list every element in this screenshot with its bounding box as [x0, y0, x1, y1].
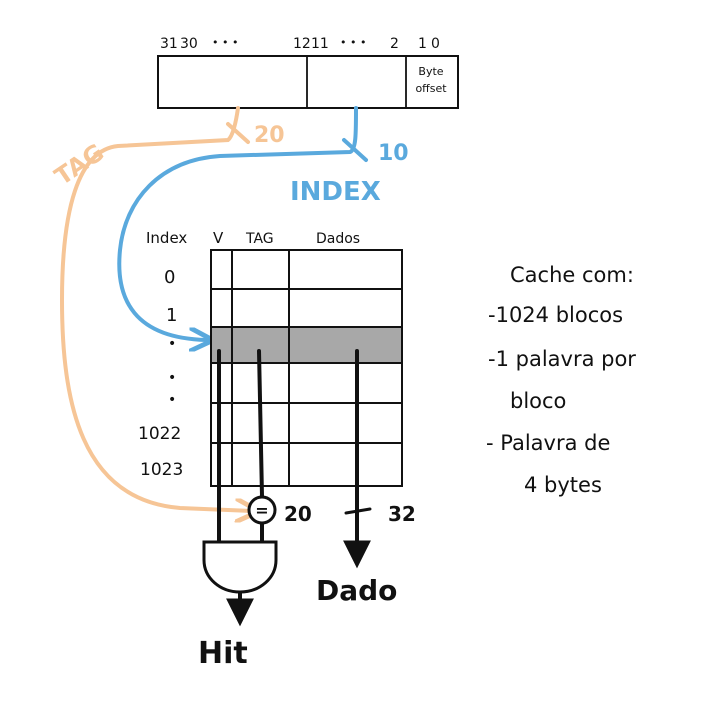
address-bit-labels: 31 30 • • • 12 11 • • • 2 1 0 [160, 36, 440, 52]
bit-0: 0 [431, 36, 440, 52]
header-valid: V [213, 229, 224, 247]
tag-wire [257, 349, 264, 498]
bit-ellipsis-right: • • • [340, 36, 366, 49]
bit-ellipsis-left: • • • [212, 36, 238, 49]
and-gate [202, 540, 278, 594]
index-width-label: 10 [378, 141, 409, 166]
output-wires [217, 349, 372, 627]
selected-row [211, 327, 402, 363]
address-register: Byte offset [157, 55, 459, 109]
table-frame [210, 249, 403, 487]
index-width-tick [342, 138, 368, 162]
comparator: = 20 32 [247, 495, 416, 526]
note-line-1: Cache com: [510, 263, 634, 287]
compare-width-label: 20 [284, 502, 312, 526]
row-ellipsis-2: • [168, 370, 176, 386]
index-path: 10 INDEX [117, 106, 409, 340]
header-index: Index [146, 229, 187, 247]
comparator-symbol: = [255, 501, 268, 520]
tag-arrow-curve [59, 106, 252, 511]
tag-width-label: 20 [254, 123, 285, 148]
address-box [157, 55, 459, 109]
bit-2: 2 [390, 36, 399, 52]
row-label-1: 1 [166, 305, 177, 326]
index-label: INDEX [290, 177, 381, 207]
bit-30: 30 [180, 36, 198, 52]
comparator-circle [247, 495, 277, 525]
data-width-tick [344, 507, 372, 515]
row-label-1022: 1022 [138, 424, 181, 444]
row-ellipsis-3: • [168, 392, 176, 408]
bit-31: 31 [160, 36, 178, 52]
byte-offset-label-2: offset [415, 82, 447, 95]
bit-1: 1 [418, 36, 427, 52]
header-data: Dados [316, 231, 360, 247]
note-line-3: -1 palavra por [488, 347, 636, 371]
cache-notes: Cache com: -1024 blocos -1 palavra por b… [486, 263, 636, 497]
tag-width-tick [226, 122, 250, 144]
data-width-label: 32 [388, 502, 416, 526]
note-line-2: -1024 blocos [488, 303, 623, 327]
row-label-0: 0 [164, 267, 175, 288]
bit-12: 12 [293, 36, 311, 52]
note-line-6: 4 bytes [524, 473, 602, 497]
note-line-4: bloco [510, 389, 566, 413]
note-line-5: - Palavra de [486, 431, 610, 455]
cache-table: Index V TAG Dados 0 1 • • • 1022 1023 [138, 229, 403, 487]
output-data-label: Dado [316, 574, 397, 607]
row-label-1023: 1023 [140, 460, 183, 480]
row-ellipsis-1: • [168, 336, 176, 352]
output-hit-label: Hit [198, 636, 248, 671]
byte-offset-label-1: Byte [418, 65, 443, 78]
header-tag: TAG [245, 231, 274, 247]
bit-11: 11 [311, 36, 329, 52]
